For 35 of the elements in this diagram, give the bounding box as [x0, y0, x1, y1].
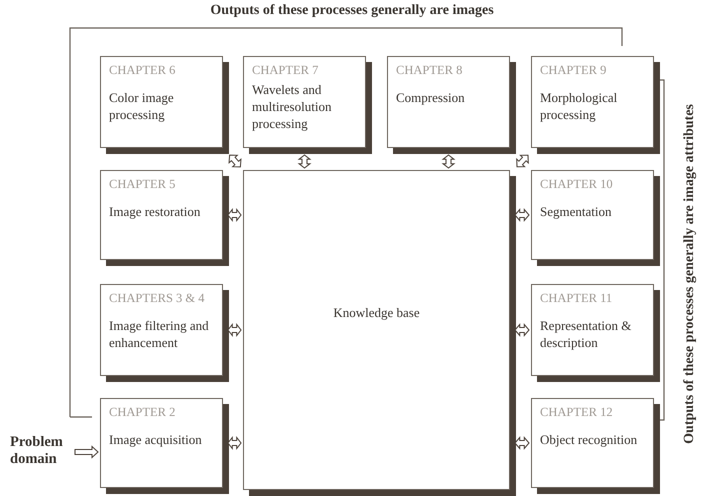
block-arrow [442, 154, 456, 169]
block-arrow [228, 154, 242, 168]
block-arrow [298, 154, 312, 169]
chapter-label: CHAPTER 6 [109, 63, 176, 78]
block-arrow [227, 436, 242, 450]
process-title: Image acquisition [109, 432, 203, 449]
process-title: Image filtering and enhancement [109, 318, 210, 352]
chapter-label: CHAPTER 10 [540, 177, 614, 192]
block-arrow [514, 436, 530, 450]
chapter-label: CHAPTERS 3 & 4 [109, 291, 206, 306]
block-arrow [227, 208, 242, 222]
process-title: Color image processing [109, 90, 175, 124]
chapter-label: CHAPTER 11 [540, 291, 614, 306]
chapter-label: CHAPTER 7 [252, 63, 320, 78]
process-title: Object recognition [540, 432, 638, 449]
block-arrow [514, 208, 530, 222]
process-title: Representation & description [540, 318, 632, 352]
block-arrow [516, 154, 529, 168]
chapter-label: CHAPTER 9 [540, 63, 608, 78]
block-arrow [514, 323, 530, 337]
process-title: Image restoration [109, 204, 202, 221]
group-label: Outputs of these processes generally are images [209, 3, 495, 19]
chapter-label: CHAPTER 8 [396, 63, 464, 78]
group-label: Outputs of these processes generally are image attributes [682, 103, 698, 446]
chapter-label: CHAPTER 5 [109, 177, 176, 192]
block-arrow [227, 323, 242, 337]
box-title: Knowledge base [333, 305, 420, 322]
process-title: Morphological processing [540, 90, 618, 124]
chapter-label: CHAPTER 12 [540, 405, 614, 420]
input-label: Problem domain [10, 434, 72, 468]
process-title: Segmentation [540, 204, 612, 221]
chapter-label: CHAPTER 2 [109, 405, 176, 420]
process-title: Wavelets and multiresolution processing [252, 82, 332, 133]
process-title: Compression [396, 90, 466, 107]
block-arrow [74, 445, 99, 459]
